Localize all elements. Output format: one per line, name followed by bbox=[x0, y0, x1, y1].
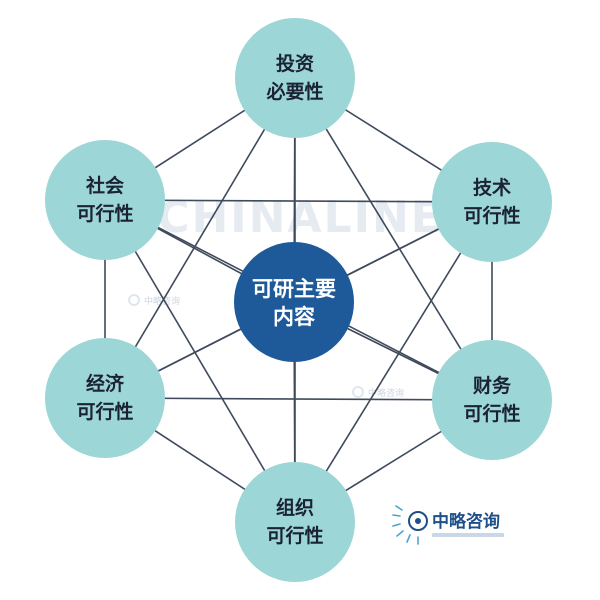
node-technology: 技术 可行性 bbox=[432, 142, 552, 262]
brand-logo: 中略咨询 bbox=[392, 505, 504, 545]
node-economy-line1: 经济 bbox=[86, 372, 125, 395]
center-node-line1: 可研主要 bbox=[252, 277, 336, 301]
node-economy: 经济 可行性 bbox=[45, 338, 165, 458]
node-investment-circle bbox=[235, 18, 355, 138]
link-investment-finance bbox=[294, 77, 493, 401]
node-organization-circle bbox=[235, 462, 355, 582]
node-investment: 投资 必要性 bbox=[235, 18, 355, 138]
center-node: 可研主要 内容 bbox=[234, 242, 354, 362]
node-investment-line2: 必要性 bbox=[265, 80, 323, 103]
node-society: 社会 可行性 bbox=[45, 140, 165, 260]
link-technology-organization bbox=[294, 201, 493, 523]
watermark-text: CHINALINE bbox=[157, 192, 443, 243]
node-finance-line2: 可行性 bbox=[463, 402, 520, 425]
node-economy-circle bbox=[45, 338, 165, 458]
node-society-circle bbox=[45, 140, 165, 260]
watermark-logo-right-text: 中略咨询 bbox=[368, 387, 404, 399]
center-node-line2: 内容 bbox=[273, 305, 315, 329]
node-society-line2: 可行性 bbox=[76, 202, 133, 225]
node-organization-line1: 组织 bbox=[276, 496, 314, 519]
brand-logo-icon bbox=[392, 505, 428, 545]
node-finance-circle bbox=[432, 340, 552, 460]
center-node-circle bbox=[234, 242, 354, 362]
link-organization-society bbox=[104, 199, 296, 523]
link-finance-economy bbox=[104, 397, 493, 401]
node-investment-line1: 投资 bbox=[276, 52, 314, 75]
node-organization-line2: 可行性 bbox=[266, 524, 323, 547]
link-technology-society bbox=[104, 199, 493, 203]
brand-logo-tagline bbox=[432, 533, 504, 537]
node-organization: 组织 可行性 bbox=[235, 462, 355, 582]
node-finance: 财务 可行性 bbox=[432, 340, 552, 460]
node-economy-line2: 可行性 bbox=[76, 400, 133, 423]
link-investment-economy bbox=[104, 77, 296, 399]
node-finance-line1: 财务 bbox=[473, 374, 512, 397]
node-society-line1: 社会 bbox=[85, 174, 124, 197]
watermark-logo-right: 中略咨询 bbox=[352, 386, 404, 399]
node-technology-line2: 可行性 bbox=[463, 204, 520, 227]
brand-logo-text: 中略咨询 bbox=[432, 511, 500, 532]
watermark-logo-left: 中略咨询 bbox=[128, 294, 180, 307]
node-technology-circle bbox=[432, 142, 552, 262]
node-technology-line1: 技术 bbox=[473, 176, 511, 199]
